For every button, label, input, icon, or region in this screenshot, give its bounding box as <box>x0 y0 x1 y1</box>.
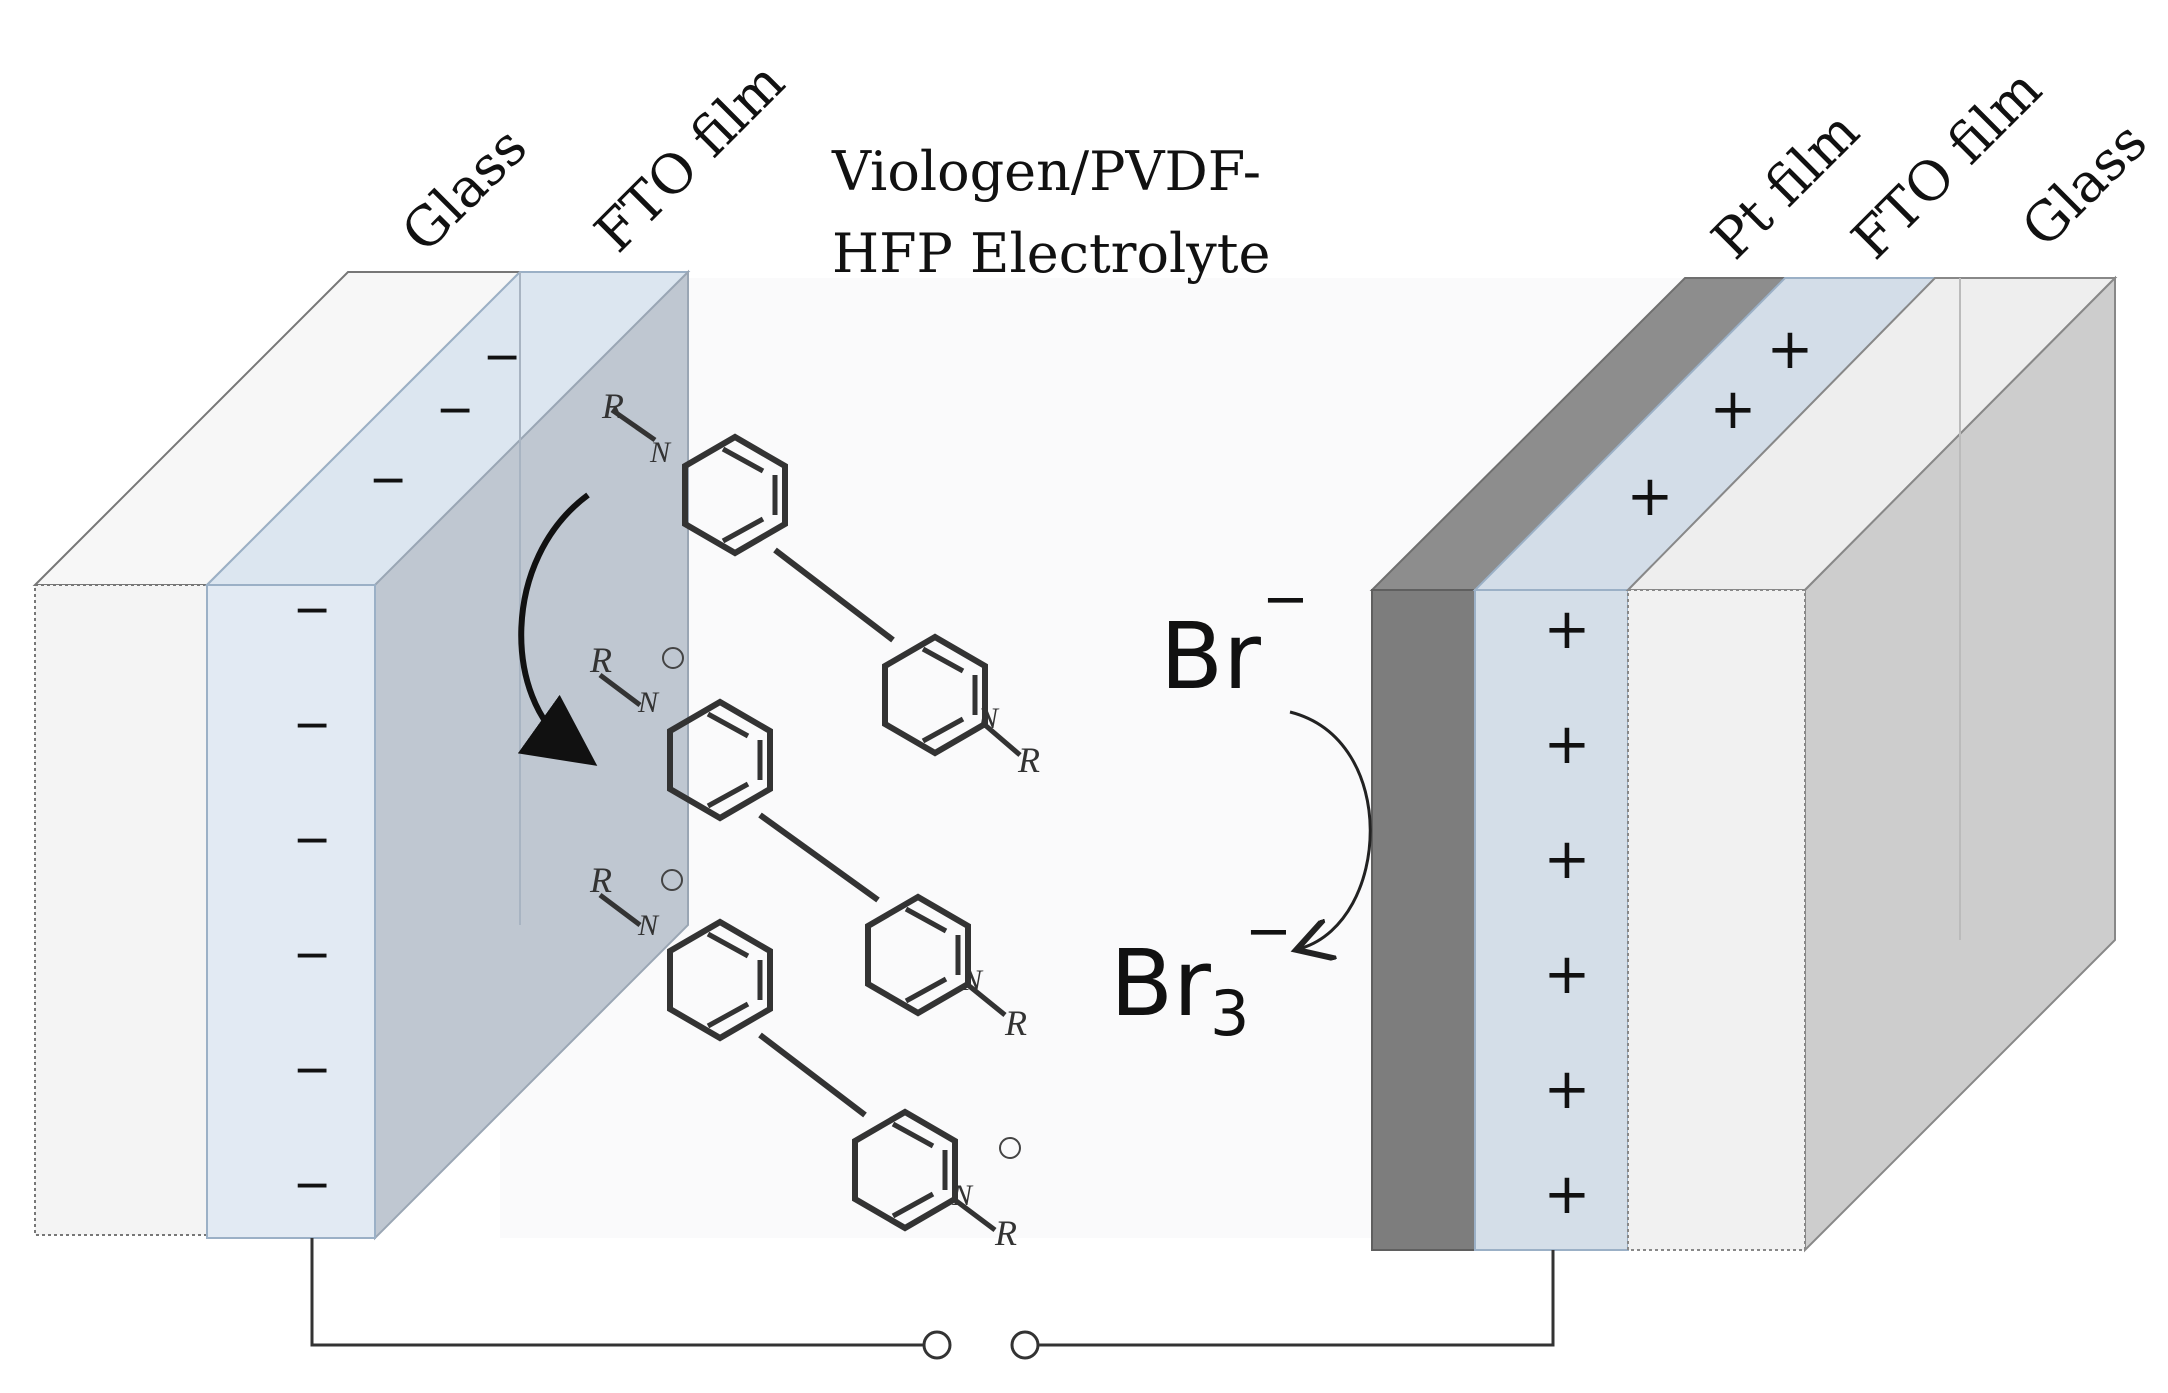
tribromide-charge: − <box>1245 899 1292 964</box>
negative-charge: − <box>293 812 332 866</box>
viologen-neutral <box>598 893 997 1232</box>
positive-charge: + <box>1544 597 1591 662</box>
terminal-right <box>1010 1330 1040 1360</box>
label-left-glass: Glass <box>390 115 539 264</box>
substituent-label: R <box>589 860 612 900</box>
label-right-fto: FTO film <box>1840 57 2054 271</box>
right-pt-front <box>1371 589 1476 1251</box>
external-circuit <box>310 1238 1555 1360</box>
tribromide-label: Br <box>1110 930 1211 1037</box>
tribromide-subscript: 3 <box>1210 977 1249 1050</box>
oxidation-arrow <box>1289 710 1372 948</box>
negative-charge: − <box>293 1157 332 1211</box>
negative-charge: − <box>369 452 408 506</box>
viologen-dication <box>610 407 1022 757</box>
right-electrode: + + + + + + + + + <box>1369 275 2118 1253</box>
positive-charge: + <box>1767 317 1814 382</box>
radical-marker <box>999 1137 1021 1159</box>
reduction-arrow <box>517 492 598 766</box>
label-left-fto: FTO film <box>583 50 797 264</box>
viologen-radical-cation <box>598 673 1007 1017</box>
negative-charge: − <box>293 697 332 751</box>
substituent-label: R <box>589 640 612 680</box>
substituent-label: R <box>601 386 624 426</box>
terminal-left <box>922 1330 952 1360</box>
negative-charge: − <box>293 582 332 636</box>
right-glass-front <box>1627 589 1806 1251</box>
nitrogen-label: N <box>637 909 660 942</box>
left-fto-front <box>206 584 376 1239</box>
right-fto-front <box>1474 589 1629 1251</box>
positive-charge: + <box>1627 464 1674 529</box>
bromide-label: Br <box>1160 603 1261 710</box>
label-right-glass: Glass <box>2010 110 2159 259</box>
left-electrode: − − − − − − − − − <box>32 269 691 1241</box>
substituent-label: R <box>994 1213 1017 1253</box>
positive-charge: + <box>1544 1057 1591 1122</box>
positive-charge: + <box>1544 1162 1591 1227</box>
nitrogen-label: N <box>637 686 660 719</box>
nitrogen-label: N <box>961 964 984 997</box>
nitrogen-label: N <box>649 436 672 469</box>
negative-charge: − <box>483 329 522 383</box>
positive-charge: + <box>1544 827 1591 892</box>
label-electrolyte-line1: Viologen/PVDF- <box>831 140 1261 203</box>
label-right-pt: Pt film <box>1700 100 1872 272</box>
left-glass-front <box>34 584 208 1236</box>
radical-marker <box>662 647 684 669</box>
negative-charge: − <box>293 927 332 981</box>
substituent-label: R <box>1004 1003 1027 1043</box>
substituent-label: R <box>1017 740 1040 780</box>
bromide-charge: − <box>1262 567 1309 632</box>
positive-charge: + <box>1710 377 1757 442</box>
radical-marker <box>661 869 683 891</box>
negative-charge: − <box>293 1042 332 1096</box>
label-electrolyte-line2: HFP Electrolyte <box>832 222 1270 285</box>
nitrogen-label: N <box>977 702 1000 735</box>
positive-charge: + <box>1544 942 1591 1007</box>
positive-charge: + <box>1544 712 1591 777</box>
nitrogen-label: N <box>951 1179 974 1212</box>
negative-charge: − <box>436 382 475 436</box>
